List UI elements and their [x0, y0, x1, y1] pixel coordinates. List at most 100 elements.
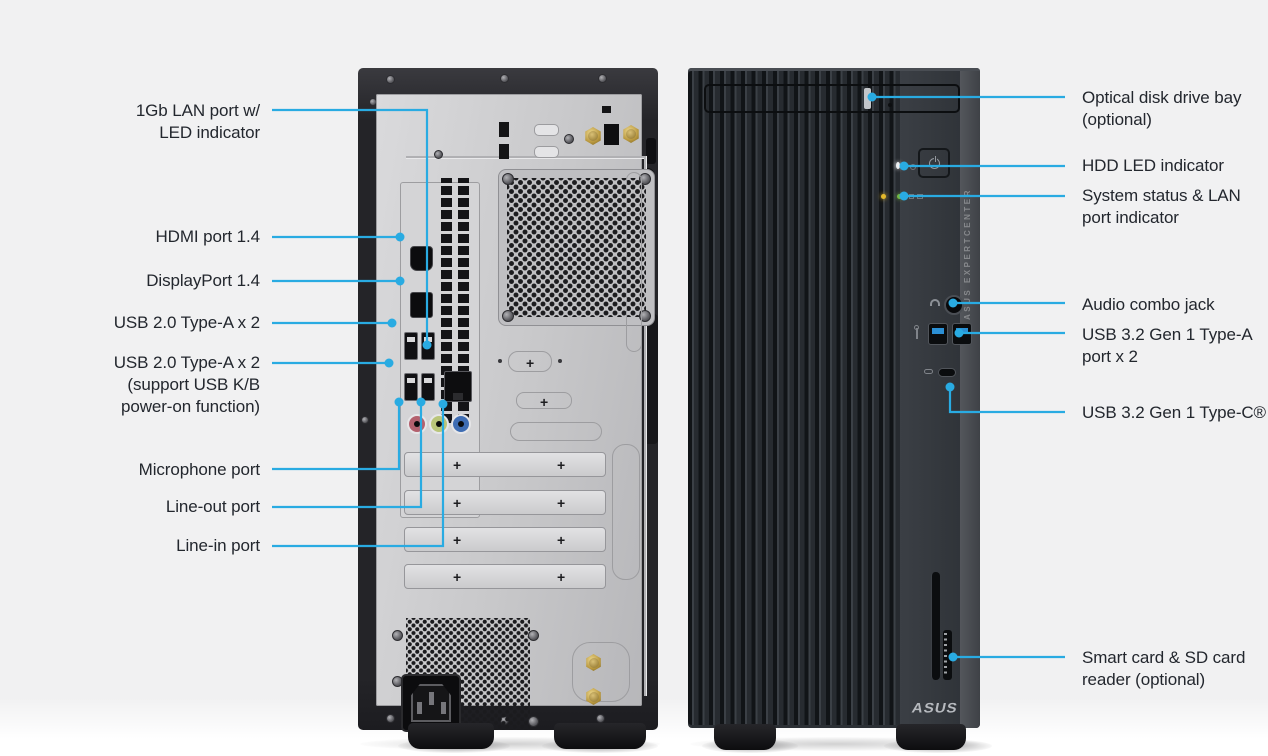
panel-groove: [406, 156, 646, 158]
line-out-jack: [429, 414, 449, 434]
thumbscrew-gold-icon: [586, 688, 601, 705]
audio-combo-jack: [944, 295, 964, 315]
front-rib-vents: [688, 71, 900, 725]
stamped-tab: [534, 124, 559, 136]
lan-port: [444, 371, 472, 402]
rear-fan-grille: [498, 169, 655, 326]
screw-icon: [361, 416, 369, 424]
panel-groove: [644, 156, 646, 696]
stamped-channel: [626, 172, 642, 352]
label-audio-combo-jack: Audio combo jack: [1082, 295, 1215, 314]
power-button: [918, 148, 950, 178]
plus-mark-icon: [557, 496, 565, 510]
plus-mark-icon: [453, 458, 461, 472]
asus-logo: ASUS: [910, 700, 960, 717]
smart-card-slot: [931, 572, 940, 680]
screw-icon: [502, 310, 514, 322]
usb2-port: [404, 373, 418, 401]
label-line-in-port: Line-in port: [176, 536, 260, 555]
front-top-edge: [688, 68, 980, 71]
label-displayport: DisplayPort 1.4: [146, 271, 260, 290]
plus-mark-icon: [557, 458, 565, 472]
system-status-led: [881, 194, 886, 199]
power-pin: [441, 702, 446, 714]
expansion-slot-cover: [404, 527, 606, 552]
screw-icon: [386, 714, 395, 723]
chassis-foot: [714, 724, 776, 750]
power-icon: [929, 155, 940, 169]
vent-cutout: [602, 106, 611, 113]
usb3-typea-port: [928, 323, 948, 345]
chassis-side-text: ASUS EXPERTCENTER: [963, 188, 972, 320]
screw-icon: [639, 310, 651, 322]
vent-cutout: [499, 122, 509, 137]
plus-mark-icon: [526, 356, 534, 370]
label-optical-drive-bay: Optical disk drive bay (optional): [1082, 88, 1242, 129]
plus-mark-icon: [557, 570, 565, 584]
hdmi-port: [410, 246, 433, 271]
chassis-foot: [408, 723, 494, 749]
label-usb-typea: USB 3.2 Gen 1 Type-A port x 2: [1082, 325, 1253, 366]
expansion-slot-cover: [404, 564, 606, 589]
displayport-port: [410, 292, 433, 318]
screw-icon: [528, 630, 539, 641]
line-in-jack: [451, 414, 471, 434]
plus-mark-icon: [557, 533, 565, 547]
headphone-icon: [930, 299, 940, 306]
screw-icon: [502, 173, 514, 185]
label-hdmi-port: HDMI port 1.4: [155, 227, 260, 246]
label-microphone-port: Microphone port: [138, 460, 260, 479]
thumbscrew-channel: [572, 642, 630, 702]
screw-icon: [528, 716, 539, 727]
chassis-foot: [896, 724, 966, 750]
usb3-typea-port: [952, 323, 972, 345]
screw-icon: [434, 150, 443, 159]
status-icon: [909, 194, 914, 199]
hdd-led: [896, 162, 900, 169]
plus-mark-icon: [453, 496, 461, 510]
antenna-connector-icon: [585, 127, 601, 145]
screw-icon: [392, 630, 403, 641]
rear-view-tower: [358, 68, 658, 749]
ac-power-inlet: [401, 674, 461, 732]
chassis-foot: [554, 723, 646, 749]
plus-mark-icon: [453, 533, 461, 547]
label-usb2-top: USB 2.0 Type-A x 2: [113, 313, 260, 332]
label-system-status: System status & LAN port indicator: [1082, 186, 1241, 227]
expansion-slot-cover: [404, 490, 606, 515]
screw-icon: [596, 714, 605, 723]
fan-hole-pattern: [507, 178, 646, 317]
label-usb-typec: USB 3.2 Gen 1 Type-C®: [1082, 403, 1266, 422]
knockout-plate: [516, 392, 572, 409]
kensington-lock-slot: [646, 138, 656, 164]
label-usb2-kb: USB 2.0 Type-A x 2 (support USB K/B powe…: [113, 353, 260, 416]
knockout-oval: [510, 422, 602, 441]
plus-mark-icon: [453, 570, 461, 584]
antenna-cutout: [604, 124, 619, 145]
usb3-typec-port: [938, 368, 956, 377]
lan-status-led: [897, 194, 902, 199]
power-pin: [429, 692, 434, 705]
usb2-port: [404, 332, 418, 360]
vent-cutout: [499, 144, 509, 159]
usb-ss-icon: [914, 325, 919, 339]
knockout-plate: [508, 351, 552, 372]
usbc-icon: [924, 369, 933, 374]
screw-icon: [386, 75, 395, 84]
lan-icon: [917, 194, 923, 199]
plus-mark-icon: [540, 395, 548, 409]
antenna-connector-icon: [623, 125, 639, 143]
microphone-jack: [407, 414, 427, 434]
rear-io-panel: [376, 94, 655, 732]
usb2-port: [421, 373, 435, 401]
front-view-tower: ASUS EXPERTCENTER ASUS: [688, 68, 980, 750]
odd-eject-notch: [864, 88, 871, 109]
thumbscrew-gold-icon: [586, 654, 601, 671]
sd-card-slot: [943, 630, 952, 680]
power-pin: [417, 702, 422, 714]
rivet-dot: [498, 359, 502, 363]
usb2-port: [421, 332, 435, 360]
optical-drive-bay: [704, 84, 960, 113]
label-line-out-port: Line-out port: [165, 497, 260, 516]
